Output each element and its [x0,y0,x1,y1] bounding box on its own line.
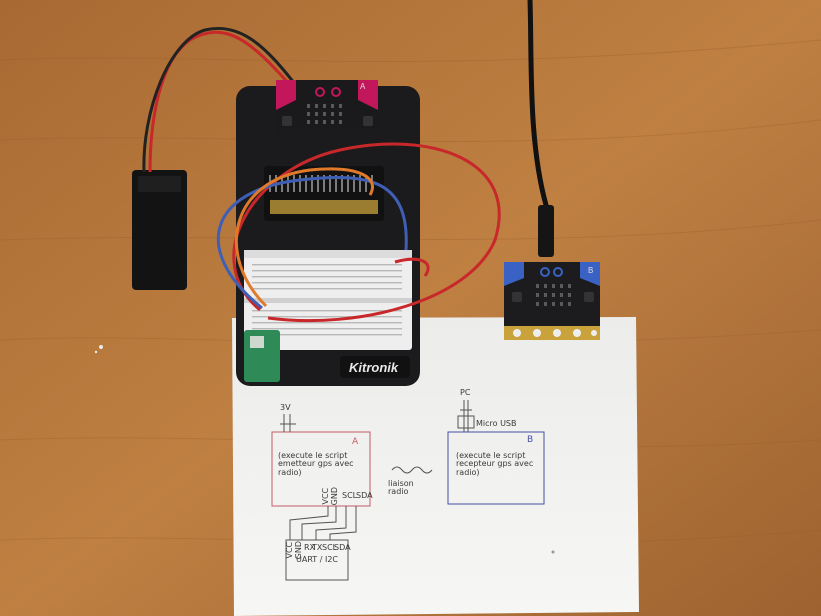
sketch-uart-label: UART / I2C [296,555,339,564]
sketch-pc-label: PC [460,388,471,397]
sketch-uart-pin-rx: RX [304,543,316,552]
wire-orange [234,167,374,308]
sketch-uart-pin-gnd: GND [293,541,303,560]
wire-red [232,142,501,323]
microbit-a [276,80,378,135]
sketch-block-a [271,431,371,507]
sketch-uart-pin-sda: SDA [334,543,351,552]
usb-cable [527,0,551,241]
sketch-block-b [447,431,545,505]
paper-sheet [232,317,639,616]
radio-link-wave [391,466,433,474]
sketch-pin-sda: SDA [356,491,373,500]
sketch-uart-pin-scl: SCL [322,543,338,552]
sketch-power-label: 3V [280,403,291,412]
usb-plug [538,205,554,257]
battery-pack [132,170,187,290]
sketch-pin-gnd: GND [329,487,339,506]
sketch-usb-label: Micro USB [476,419,517,428]
breadboard-holes [252,264,402,336]
kitronik-brand-label: Kitronik [349,360,399,375]
led-grid-a [307,104,342,124]
sketch-uart-pin-tx: TX [312,543,323,552]
sketch-pin-scl: SCL [342,491,358,500]
board-a-label: A [360,82,366,91]
sketch-wires [289,506,357,540]
sketch-block-a-text: (execute le script emetteur gps avec rad… [278,451,354,477]
sketch-radio-link-label: liaison radio [388,479,414,497]
wire-blue [216,176,408,310]
sketch-block-b-text: (execute le script recepteur gps avec ra… [456,451,534,477]
sketch-uart-module [285,539,349,581]
sketch-block-b-letter: B [527,435,534,445]
battery-wire-black [142,27,300,173]
sketch-block-a-letter: A [352,437,359,447]
board-b-label: B [588,266,594,275]
microbit-b [504,262,600,340]
